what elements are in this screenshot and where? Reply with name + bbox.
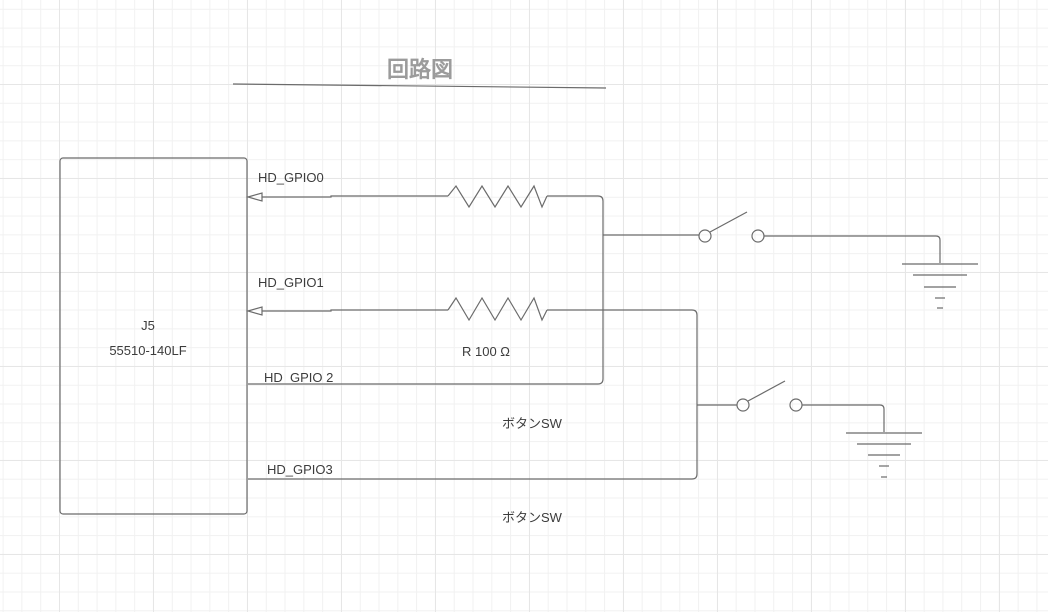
switch2-lever[interactable] — [747, 380, 786, 402]
resistor-gpio1[interactable] — [447, 296, 548, 322]
title-underline — [232, 83, 607, 89]
connector-part-number-label: 55510-140LF — [109, 343, 186, 358]
gpio0-wire — [262, 195, 448, 198]
switch2-terminal-left — [736, 398, 750, 412]
net-label-gpio0: HD_GPIO0 — [258, 170, 324, 185]
net-label-gpio2: HD_GPIO 2 — [264, 370, 333, 385]
connector-ref-label: J5 — [141, 318, 155, 333]
gpio0-input-arrow — [245, 192, 263, 202]
gpio0-pullup-wire — [248, 195, 604, 385]
switch1-ground-wire — [764, 235, 941, 263]
switch2-terminal-right — [789, 398, 803, 412]
switch-label-1: ボタンSW — [502, 416, 563, 431]
connector-j5-box[interactable] — [59, 157, 248, 515]
switch1-terminal-left — [698, 229, 712, 243]
switch-label-2: ボタンSW — [502, 510, 563, 525]
gpio1-input-arrow — [245, 306, 263, 316]
net-label-gpio3: HD_GPIO3 — [267, 462, 333, 477]
switch1-terminal-right — [751, 229, 765, 243]
page-title: 回路図 — [387, 57, 453, 82]
switch1-lever[interactable] — [709, 211, 748, 233]
switch2-ground-wire — [802, 404, 885, 432]
gpio1-pullup-wire — [248, 309, 698, 480]
net-label-gpio1: HD_GPIO1 — [258, 275, 324, 290]
resistor-label: R 100 Ω — [462, 344, 510, 359]
gpio1-wire — [262, 309, 448, 312]
resistor-gpio0[interactable] — [447, 184, 548, 209]
